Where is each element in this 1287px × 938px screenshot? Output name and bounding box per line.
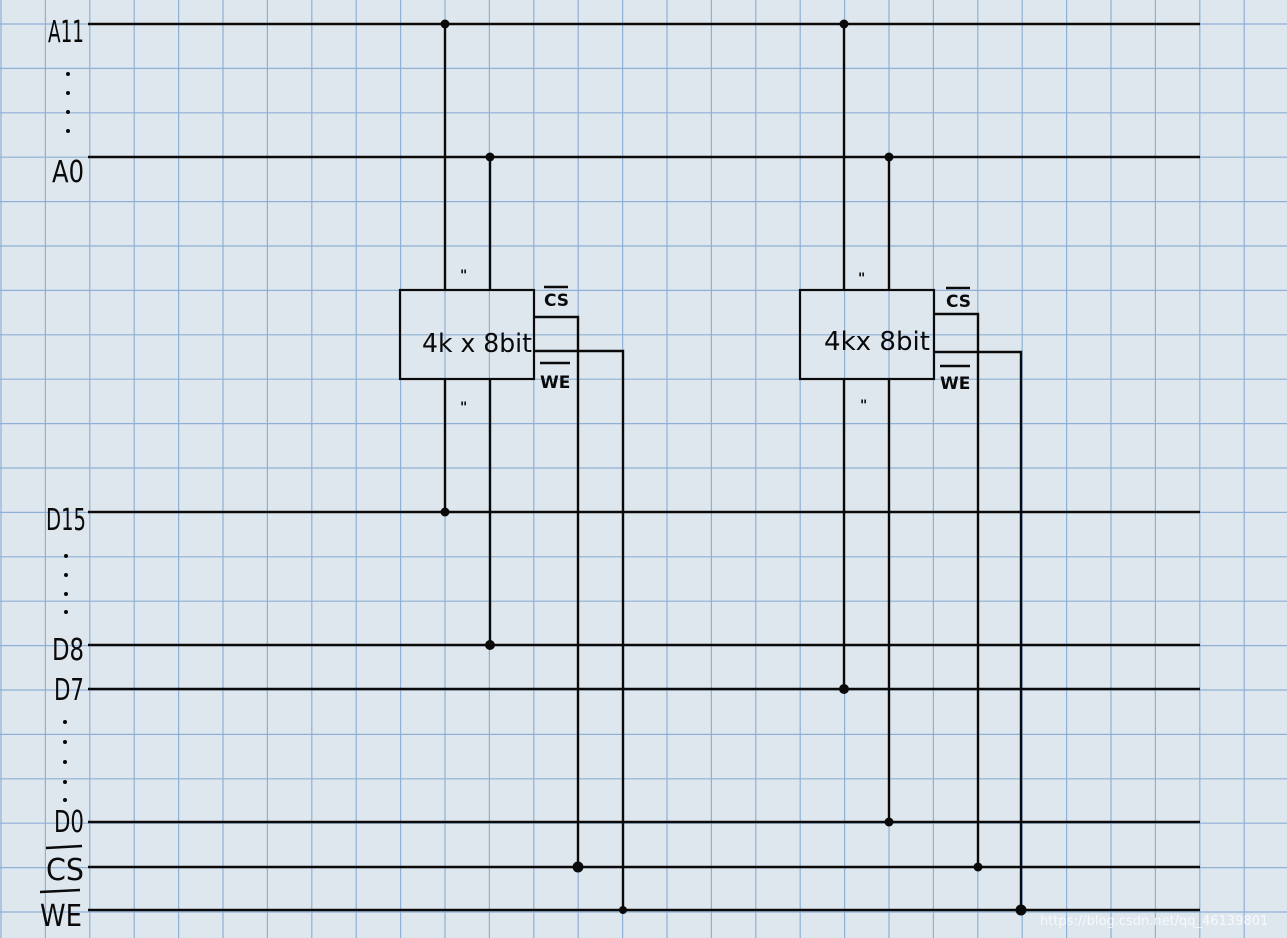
- data-low-ellipsis-dot: [63, 740, 67, 744]
- chip-1-top-mark: ": [460, 268, 467, 284]
- address-ellipsis-dot: [66, 129, 70, 133]
- we-overbar: [39, 888, 81, 894]
- label-cs: CS: [46, 853, 84, 888]
- chip-1-we-pin: WE: [540, 373, 570, 393]
- label-we: WE: [40, 899, 82, 934]
- junction-dot: [619, 906, 627, 914]
- control-bus: [88, 865, 1200, 912]
- chip-2-body: [798, 288, 936, 381]
- junction-dot: [440, 19, 450, 29]
- ellipsis-dots: [63, 72, 70, 802]
- chip-1-cs-wire: [534, 315, 580, 867]
- label-d8: D8: [52, 633, 84, 668]
- chip-1-bottom-mark: ": [460, 400, 467, 416]
- watermark: https://blog.csdn.net/qq_46139801: [1040, 914, 1268, 929]
- label-d7: D7: [54, 673, 84, 708]
- label-a11: A11: [48, 15, 84, 50]
- data-low-ellipsis-dot: [63, 720, 67, 724]
- junction-dot: [1015, 904, 1027, 916]
- address-bus: [88, 22, 1200, 159]
- data-high-ellipsis-dot: [64, 573, 68, 577]
- junction-dot: [572, 861, 584, 873]
- chip-2-cs-pin: CS: [946, 292, 971, 312]
- signal-labels: A11 A0 D15 D8 D7 D0 CS WE: [39, 15, 86, 934]
- chip-1-label: 4k x 8bit: [422, 329, 532, 359]
- chip-2-cs-wire: [934, 312, 980, 867]
- junction-dot: [485, 152, 495, 162]
- chip-2-we-pin: WE: [940, 374, 970, 394]
- address-ellipsis-dot: [66, 110, 70, 114]
- label-d0: D0: [54, 805, 84, 840]
- junction-dot: [440, 507, 450, 517]
- chip-2-bottom-mark: ": [860, 398, 867, 414]
- chip-2-label: 4kx 8bit: [824, 327, 930, 357]
- chip-2-we-wire: [934, 350, 1023, 910]
- data-high-ellipsis-dot: [64, 592, 68, 596]
- junction-dot: [839, 684, 849, 694]
- chip-2-top-mark: ": [858, 271, 865, 287]
- memory-chip-1: 4k x 8bit CS WE " ": [398, 19, 627, 914]
- data-low-ellipsis-dot: [63, 760, 67, 764]
- data-low-ellipsis-dot: [63, 798, 67, 802]
- junction-dot: [973, 862, 983, 872]
- label-d15: D15: [46, 503, 86, 538]
- label-a0: A0: [52, 155, 84, 190]
- cs-overbar: [45, 844, 83, 850]
- memory-chip-2: 4kx 8bit CS WE " ": [798, 19, 1027, 916]
- junction-dot: [884, 152, 894, 162]
- junction-dot: [485, 640, 495, 650]
- data-high-ellipsis-dot: [64, 610, 68, 614]
- address-ellipsis-dot: [66, 91, 70, 95]
- address-ellipsis-dot: [66, 72, 70, 76]
- data-bus: [88, 510, 1200, 824]
- chip-1-we-wire: [534, 349, 625, 910]
- junction-dot: [884, 817, 894, 827]
- data-high-ellipsis-dot: [64, 554, 68, 558]
- data-low-ellipsis-dot: [63, 780, 67, 784]
- chip-1-body: [398, 288, 536, 381]
- chip-1-cs-pin: CS: [544, 291, 569, 311]
- junction-dot: [839, 19, 849, 29]
